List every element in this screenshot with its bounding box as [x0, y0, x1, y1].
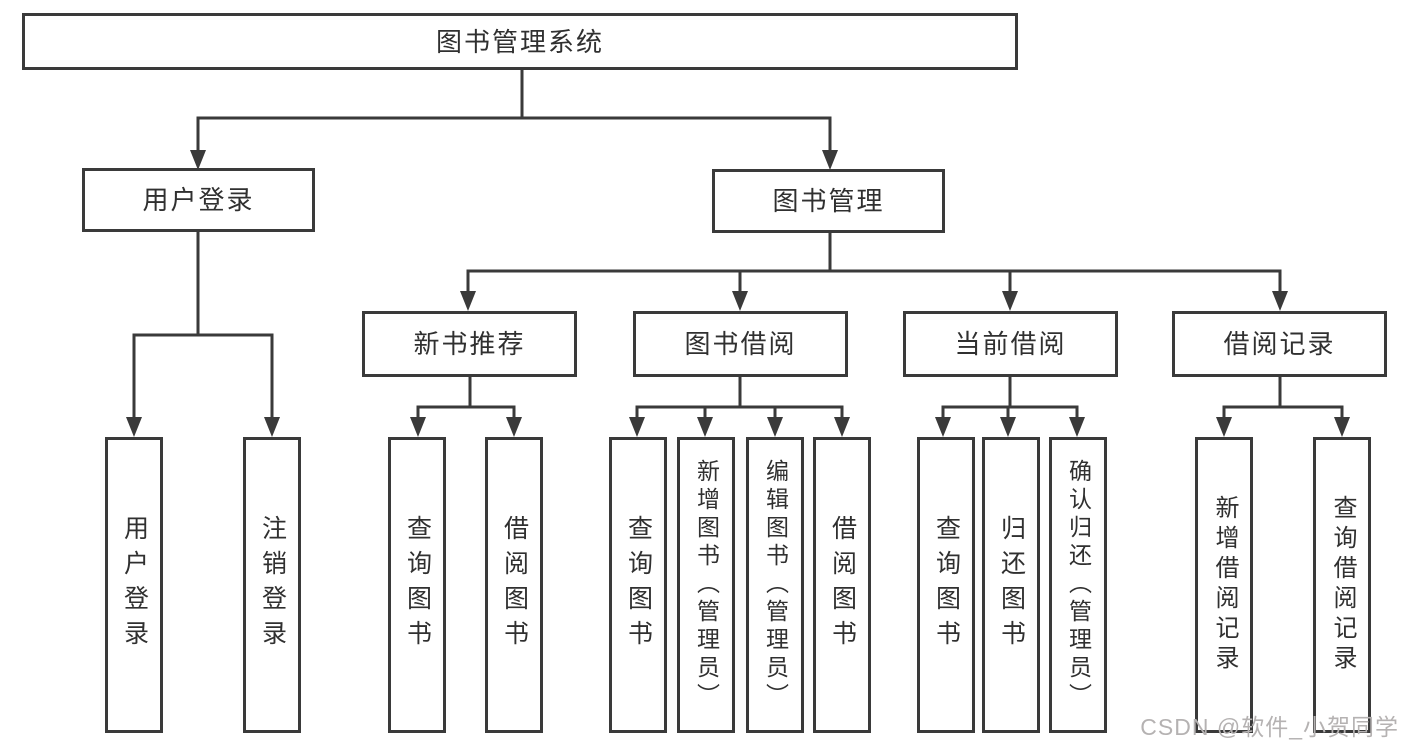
node-leaf-cb-query-book: 查询图书 [917, 437, 975, 733]
arrowhead-icon [1272, 291, 1288, 311]
arrowhead-icon [629, 417, 645, 437]
node-leaf-cb-confirm-return: 确认归还（管理员） [1049, 437, 1107, 733]
arrowhead-icon [190, 150, 206, 170]
node-leaf-user-login: 用户登录 [105, 437, 163, 733]
arrowhead-icon [410, 417, 426, 437]
arrowhead-icon [767, 417, 783, 437]
node-book-management: 图书管理 [712, 169, 945, 233]
node-leaf-rec-borrow-book: 借阅图书 [485, 437, 543, 733]
node-leaf-cb-return-book: 归还图书 [982, 437, 1040, 733]
arrowhead-icon [506, 417, 522, 437]
node-leaf-logout: 注销登录 [243, 437, 301, 733]
node-leaf-br-query-record: 查询借阅记录 [1313, 437, 1371, 733]
arrowhead-icon [1216, 417, 1232, 437]
node-user-login: 用户登录 [82, 168, 315, 232]
node-leaf-bb-edit-book: 编辑图书（管理员） [746, 437, 804, 733]
arrowhead-icon [697, 417, 713, 437]
arrowhead-icon [264, 417, 280, 437]
arrowhead-icon [1069, 417, 1085, 437]
node-current-borrow: 当前借阅 [903, 311, 1118, 377]
arrowhead-icon [935, 417, 951, 437]
watermark-text: CSDN @软件_小贺同学 [1140, 714, 1399, 740]
node-leaf-bb-query-book: 查询图书 [609, 437, 667, 733]
node-new-book-recommend: 新书推荐 [362, 311, 577, 377]
arrowhead-icon [1000, 417, 1016, 437]
node-borrow-records: 借阅记录 [1172, 311, 1387, 377]
node-leaf-bb-borrow-book: 借阅图书 [813, 437, 871, 733]
node-root: 图书管理系统 [22, 13, 1018, 70]
arrowhead-icon [1002, 291, 1018, 311]
arrowhead-icon [822, 150, 838, 170]
node-leaf-bb-add-book: 新增图书（管理员） [677, 437, 735, 733]
arrowhead-icon [732, 291, 748, 311]
node-leaf-br-add-record: 新增借阅记录 [1195, 437, 1253, 733]
arrowhead-icon [834, 417, 850, 437]
arrowhead-icon [126, 417, 142, 437]
arrowhead-icon [1334, 417, 1350, 437]
node-leaf-rec-query-book: 查询图书 [388, 437, 446, 733]
node-book-borrow: 图书借阅 [633, 311, 848, 377]
arrowhead-icon [460, 291, 476, 311]
